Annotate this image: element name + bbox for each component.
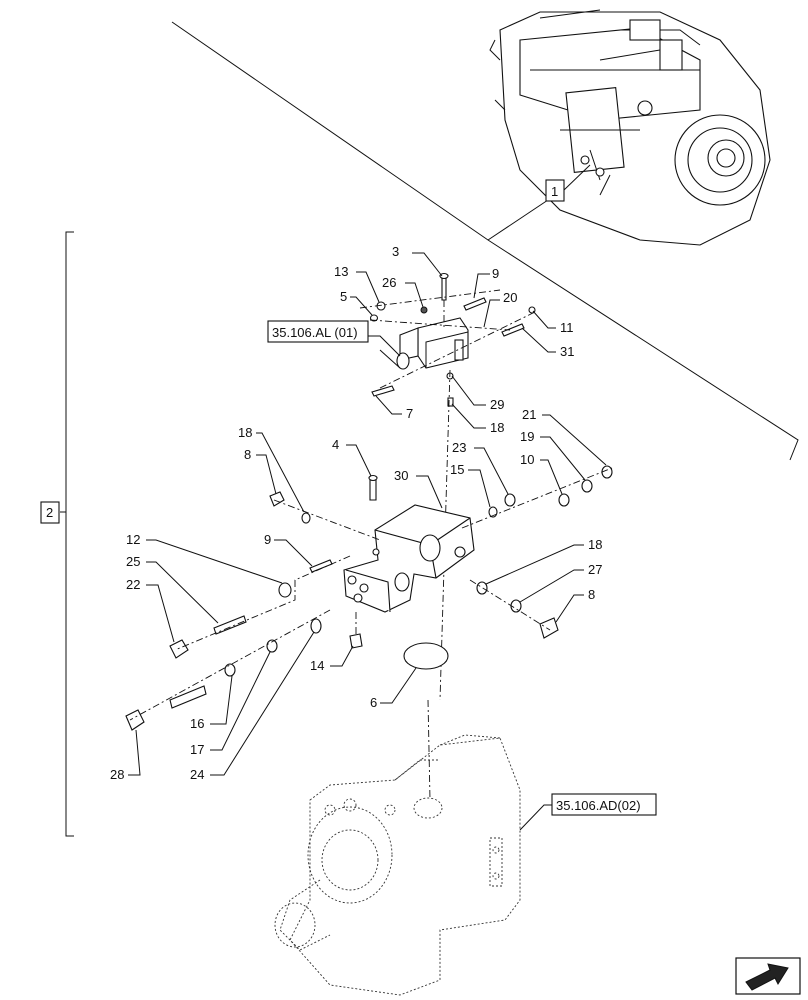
oring-23	[504, 493, 516, 507]
callout-6: 6	[370, 695, 377, 710]
oring-17	[266, 639, 278, 653]
oring-24	[310, 618, 322, 634]
pump-body-illustration	[274, 734, 521, 996]
screw-9a	[463, 297, 487, 311]
pump-assembly-illustration	[489, 9, 771, 246]
callout-28: 28	[110, 767, 124, 782]
callout-13: 13	[334, 264, 348, 279]
callout-9: 9	[492, 266, 499, 281]
bolt-4	[369, 477, 377, 501]
callout-8: 8	[588, 587, 595, 602]
plug-8a	[269, 491, 285, 507]
callout-26: 26	[382, 275, 396, 290]
callout-18: 18	[238, 425, 252, 440]
callout-17: 17	[190, 742, 204, 757]
boxed-label-1	[545, 179, 565, 202]
callout-20: 20	[503, 290, 517, 305]
oring-6	[403, 642, 449, 670]
bolt-3	[441, 275, 447, 301]
callout-22: 22	[126, 577, 140, 592]
leader-1	[563, 164, 591, 191]
pin-18	[447, 397, 454, 407]
arrow-next-icon[interactable]	[735, 957, 801, 995]
callout-18: 18	[588, 537, 602, 552]
oring-18c	[476, 581, 488, 595]
callout-4: 4	[332, 437, 339, 452]
callout-25: 25	[126, 554, 140, 569]
callout-27: 27	[588, 562, 602, 577]
callout-11: 11	[560, 320, 574, 335]
callout-16: 16	[190, 716, 204, 731]
callout-8: 8	[244, 447, 251, 462]
valve-block-30	[343, 504, 475, 613]
callout-3: 3	[392, 244, 399, 259]
callout-23: 23	[452, 440, 466, 455]
callout-24: 24	[190, 767, 204, 782]
nut-28	[125, 709, 145, 731]
oring-18a	[301, 512, 311, 524]
callout-labels: 3 13 26 9 5 20 11 31 7 29 18 18 8 4 30 2…	[110, 244, 602, 782]
callout-14: 14	[310, 658, 324, 673]
boxed-label-2-text: 2	[46, 505, 53, 520]
oring-16	[224, 663, 236, 677]
frame-line	[171, 21, 799, 461]
screw-31	[501, 323, 525, 337]
oring-26	[420, 306, 428, 314]
screw-9b	[309, 559, 333, 573]
callout-7: 7	[406, 406, 413, 421]
ref-box-upper-valve[interactable]	[267, 320, 369, 343]
frame-line-lower	[487, 199, 549, 241]
oring-10	[558, 493, 570, 507]
leaders	[128, 252, 607, 831]
callout-21: 21	[522, 407, 536, 422]
callout-9: 9	[264, 532, 271, 547]
plug-8b	[539, 617, 559, 639]
stud-25	[213, 615, 247, 635]
oring-27	[510, 599, 522, 613]
group-bracket	[65, 231, 74, 837]
boxed-label-2	[40, 501, 60, 524]
oring-19	[581, 479, 593, 493]
callout-29: 29	[490, 397, 504, 412]
callout-31: 31	[560, 344, 574, 359]
plug-14	[349, 633, 363, 649]
upper-valve-block	[396, 317, 469, 370]
callout-18: 18	[490, 420, 504, 435]
callout-19: 19	[520, 429, 534, 444]
screw-7	[371, 385, 395, 397]
callout-12: 12	[126, 532, 140, 547]
oring-5	[369, 314, 379, 322]
oring-21	[601, 465, 613, 479]
callout-15: 15	[450, 462, 464, 477]
ref-text-pump-body[interactable]: 35.106.AD(02)	[556, 798, 641, 813]
callout-5: 5	[340, 289, 347, 304]
callout-30: 30	[394, 468, 408, 483]
nut-22	[169, 639, 189, 659]
stud-28	[169, 685, 207, 709]
oring-12	[278, 582, 292, 598]
ref-box-pump-body[interactable]	[551, 793, 657, 816]
callout-10: 10	[520, 452, 534, 467]
boxed-label-1-text: 1	[551, 184, 558, 199]
ref-text-upper-valve[interactable]: 35.106.AL (01)	[272, 325, 358, 340]
